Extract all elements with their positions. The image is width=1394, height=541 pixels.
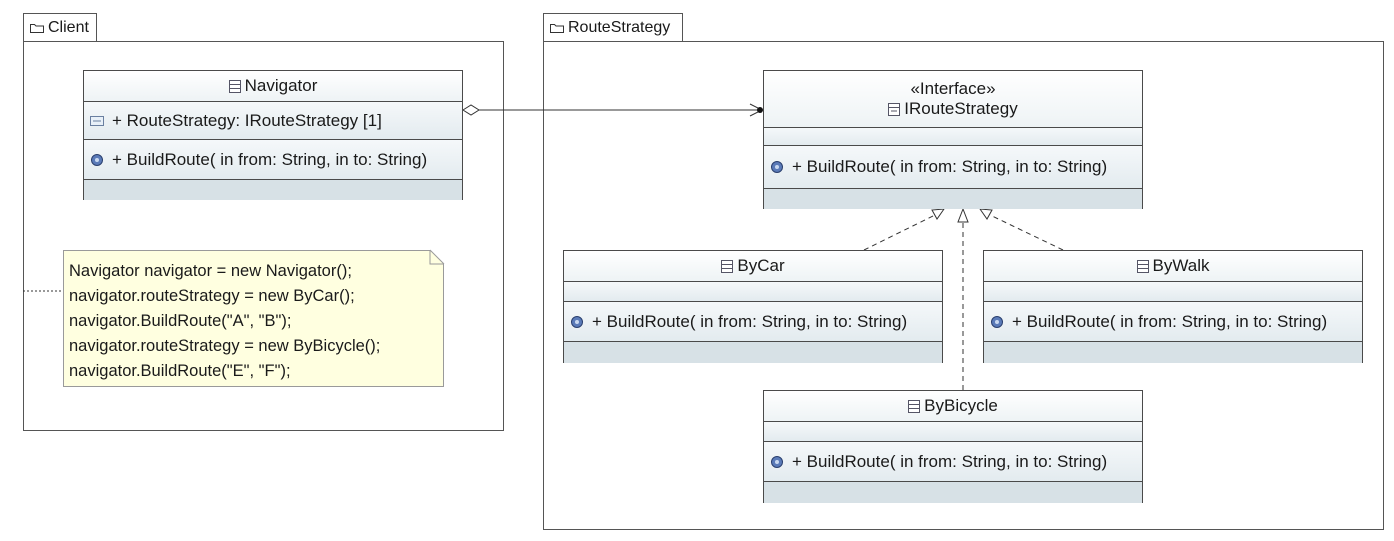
class-name: ByCar (737, 256, 785, 275)
attribute-compartment: + RouteStrategy: IRouteStrategy [1] (84, 102, 462, 140)
attribute-compartment (764, 128, 1142, 146)
realization-bybicycle[interactable] (957, 207, 969, 390)
class-name: IRouteStrategy (904, 99, 1018, 118)
class-header: ByWalk (984, 251, 1362, 282)
operation-row[interactable]: + BuildRoute( in from: String, in to: St… (1012, 311, 1328, 331)
realization-bycar[interactable] (863, 208, 946, 251)
class-header: «Interface» IRouteStrategy (764, 71, 1142, 128)
attribute-compartment (564, 282, 942, 302)
class-bywalk[interactable]: ByWalk + BuildRoute( in from: String, in… (983, 250, 1363, 363)
note-line: navigator.BuildRoute("E", "F"); (69, 362, 291, 380)
operation-row[interactable]: + BuildRoute( in from: String, in to: St… (112, 149, 428, 169)
class-bybicycle[interactable]: ByBicycle + BuildRoute( in from: String,… (763, 390, 1143, 503)
operation-compartment: + BuildRoute( in from: String, in to: St… (764, 146, 1142, 189)
association-navigator-strategy[interactable] (462, 103, 764, 117)
operation-compartment: + BuildRoute( in from: String, in to: St… (84, 140, 462, 180)
stereotype-label: «Interface» (910, 79, 996, 98)
interface-icon (888, 102, 901, 116)
interface-iroute-strategy[interactable]: «Interface» IRouteStrategy + BuildRoute(… (763, 70, 1143, 209)
class-icon (721, 259, 734, 273)
class-header: ByBicycle (764, 391, 1142, 422)
class-navigator[interactable]: Navigator + RouteStrategy: IRouteStrateg… (83, 70, 463, 200)
note-line: navigator.BuildRoute("A", "B"); (69, 312, 292, 330)
operation-compartment: + BuildRoute( in from: String, in to: St… (984, 302, 1362, 342)
realization-bywalk[interactable] (978, 208, 1064, 251)
attribute-compartment (984, 282, 1362, 302)
class-header: Navigator (84, 71, 462, 102)
operation-compartment: + BuildRoute( in from: String, in to: St… (764, 442, 1142, 482)
operation-icon (771, 455, 783, 468)
package-tab-client[interactable]: Client (23, 13, 97, 41)
class-name: ByWalk (1152, 256, 1210, 275)
class-icon (228, 79, 241, 93)
code-note[interactable]: Navigator navigator = new Navigator(); n… (63, 250, 444, 387)
operation-compartment: + BuildRoute( in from: String, in to: St… (564, 302, 942, 342)
operation-icon (91, 153, 103, 166)
package-tab-route-strategy[interactable]: RouteStrategy (543, 13, 683, 41)
note-line: navigator.routeStrategy = new ByBicycle(… (69, 337, 381, 355)
folder-icon (550, 23, 564, 33)
attribute-compartment (764, 422, 1142, 442)
class-footer-compartment (984, 342, 1362, 363)
class-header: ByCar (564, 251, 942, 282)
attribute-icon (90, 115, 104, 126)
operation-icon (771, 161, 783, 173)
class-footer-compartment (764, 482, 1142, 503)
package-name-client: Client (48, 18, 89, 36)
class-icon (908, 399, 921, 413)
operation-icon (991, 315, 1003, 328)
class-name: Navigator (244, 76, 318, 95)
folder-icon (30, 23, 44, 33)
class-footer-compartment (764, 189, 1142, 209)
class-bycar[interactable]: ByCar + BuildRoute( in from: String, in … (563, 250, 943, 363)
class-footer-compartment (564, 342, 942, 363)
class-footer-compartment (84, 180, 462, 200)
class-icon (1136, 259, 1149, 273)
operation-row[interactable]: + BuildRoute( in from: String, in to: St… (592, 311, 908, 331)
operation-row[interactable]: + BuildRoute( in from: String, in to: St… (792, 451, 1108, 471)
attribute-row[interactable]: + RouteStrategy: IRouteStrategy [1] (112, 110, 382, 130)
operation-row[interactable]: + BuildRoute( in from: String, in to: St… (792, 157, 1108, 176)
class-name: ByBicycle (924, 396, 998, 415)
note-line: Navigator navigator = new Navigator(); (69, 262, 352, 280)
package-name-route-strategy: RouteStrategy (568, 18, 671, 36)
note-line: navigator.routeStrategy = new ByCar(); (69, 287, 355, 305)
operation-icon (571, 315, 583, 328)
